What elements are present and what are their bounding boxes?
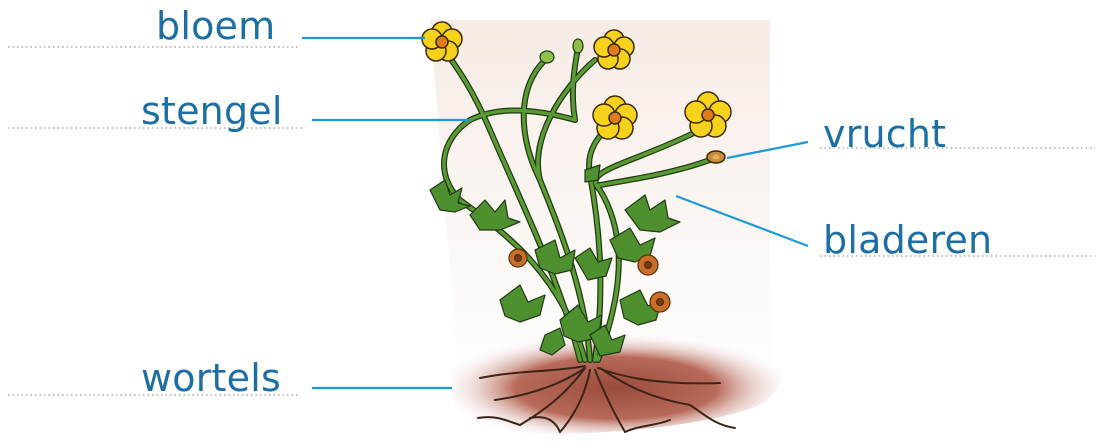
label-roots: wortels (141, 359, 281, 397)
label-leaves: bladeren (823, 221, 992, 259)
fruit (707, 151, 725, 163)
label-stem: stengel (141, 92, 283, 130)
label-fruit: vrucht (823, 115, 946, 153)
label-flower: bloem (156, 7, 275, 45)
